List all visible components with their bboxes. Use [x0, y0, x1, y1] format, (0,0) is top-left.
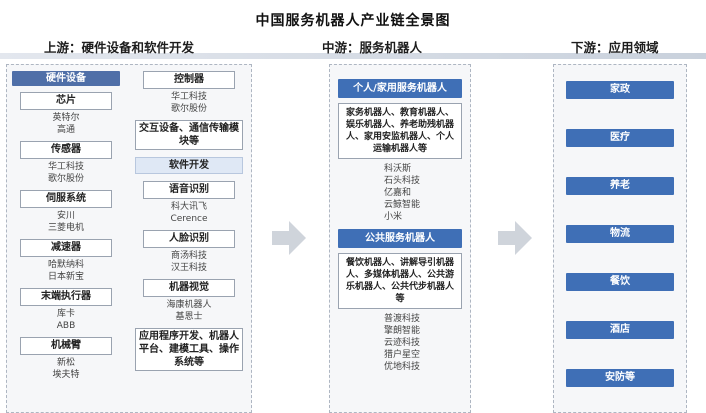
- category-robot-arm: 机械臂: [20, 337, 112, 355]
- field-security: 安防等: [566, 369, 674, 387]
- company-item: 云鲸智能: [384, 200, 421, 210]
- public-robot-header: 公共服务机器人: [338, 229, 462, 248]
- upstream-software-column: 控制器 华工科技 歌尔股份 交互设备、通信传输模块等 软件开发 语音识别 科大讯…: [135, 71, 243, 373]
- personal-robot-description: 家务机器人、教育机器人、娱乐机器人、养老助残机器人、家用安监机器人、个人运输机器…: [338, 103, 462, 159]
- company-item: 擎朗智能: [384, 326, 421, 336]
- stage-header-line: [0, 53, 706, 59]
- company-item: 云迹科技: [384, 338, 421, 348]
- category-sensor: 传感器: [20, 141, 112, 159]
- company-item: 亿嘉和: [384, 188, 412, 198]
- company-item: 华工科技: [47, 162, 84, 172]
- company-item: 高通: [56, 125, 75, 135]
- company-item: 商汤科技: [170, 251, 207, 261]
- personal-robot-header: 个人/家用服务机器人: [338, 79, 462, 98]
- personal-robot-companies: 科沃斯 石头科技 亿嘉和 云鲸智能 小米: [338, 163, 462, 223]
- upstream-header: 上游：硬件设备和软件开发: [44, 40, 195, 55]
- company-item: 日本新宝: [47, 272, 84, 282]
- category-chip: 芯片: [20, 92, 112, 110]
- company-item: 安川: [56, 211, 75, 221]
- public-robot-description: 餐饮机器人、讲解导引机器人、多媒体机器人、公共游乐机器人、公共代步机器人等: [338, 253, 462, 309]
- field-elderly-care: 养老: [566, 177, 674, 195]
- company-item: 华工科技: [170, 92, 207, 102]
- company-item: 石头科技: [384, 176, 421, 186]
- diagram-title: 中国服务机器人产业链全景图: [255, 13, 451, 29]
- field-housekeeping: 家政: [566, 81, 674, 99]
- downstream-panel: 家政 医疗 养老 物流 餐饮 酒店 安防等: [553, 64, 687, 413]
- company-item: 库卡: [56, 309, 75, 319]
- company-item: 普渡科技: [384, 314, 421, 324]
- company-item: 小米: [384, 212, 403, 222]
- stage-header-band: 上游：硬件设备和软件开发 中游：服务机器人 下游：应用领域: [0, 37, 706, 59]
- midstream-content: 个人/家用服务机器人 家务机器人、教育机器人、娱乐机器人、养老助残机器人、家用安…: [338, 79, 462, 373]
- category-reducer: 减速器: [20, 239, 112, 257]
- category-interaction-devices: 交互设备、通信传输模块等: [135, 120, 243, 150]
- field-medical: 医疗: [566, 129, 674, 147]
- company-item: 埃夫特: [52, 370, 80, 380]
- company-item: 科大讯飞: [170, 202, 207, 212]
- company-item: 英特尔: [52, 113, 80, 123]
- company-item: 优地科技: [384, 362, 421, 372]
- midstream-header: 中游：服务机器人: [322, 40, 423, 55]
- company-item: 哈默纳科: [47, 260, 84, 270]
- category-app-development: 应用程序开发、机器人平台、建模工具、操作系统等: [135, 328, 243, 371]
- application-field-list: 家政 医疗 养老 物流 餐饮 酒店 安防等: [566, 81, 674, 413]
- company-item: 汉王科技: [170, 263, 207, 273]
- company-item: 科沃斯: [384, 164, 412, 174]
- category-servo: 伺服系统: [20, 190, 112, 208]
- hardware-label: 硬件设备: [12, 71, 120, 86]
- category-controller: 控制器: [143, 71, 235, 89]
- category-face-recognition: 人脸识别: [143, 230, 235, 248]
- company-item: Cerence: [170, 214, 208, 224]
- midstream-panel: 个人/家用服务机器人 家务机器人、教育机器人、娱乐机器人、养老助残机器人、家用安…: [329, 64, 471, 413]
- category-machine-vision: 机器视觉: [143, 279, 235, 297]
- field-logistics: 物流: [566, 225, 674, 243]
- category-speech-recognition: 语音识别: [143, 181, 235, 199]
- field-hotel: 酒店: [566, 321, 674, 339]
- company-item: ABB: [56, 321, 76, 331]
- company-item: 猎户星空: [384, 350, 421, 360]
- company-item: 新松: [56, 358, 75, 368]
- downstream-header: 下游：应用领域: [571, 40, 659, 55]
- company-item: 三菱电机: [47, 223, 84, 233]
- company-item: 基恩士: [175, 312, 203, 322]
- category-end-effector: 末端执行器: [20, 288, 112, 306]
- software-label: 软件开发: [135, 157, 243, 174]
- company-item: 歌尔股份: [47, 174, 84, 184]
- upstream-hardware-column: 硬件设备 芯片 英特尔 高通 传感器 华工科技 歌尔股份 伺服系统 安川 三菱电…: [12, 71, 120, 381]
- public-robot-companies: 普渡科技 擎朗智能 云迹科技 猎户星空 优地科技: [338, 313, 462, 373]
- upstream-panel: 硬件设备 芯片 英特尔 高通 传感器 华工科技 歌尔股份 伺服系统 安川 三菱电…: [6, 64, 252, 413]
- company-item: 海康机器人: [166, 300, 212, 310]
- field-catering: 餐饮: [566, 273, 674, 291]
- company-item: 歌尔股份: [170, 104, 207, 114]
